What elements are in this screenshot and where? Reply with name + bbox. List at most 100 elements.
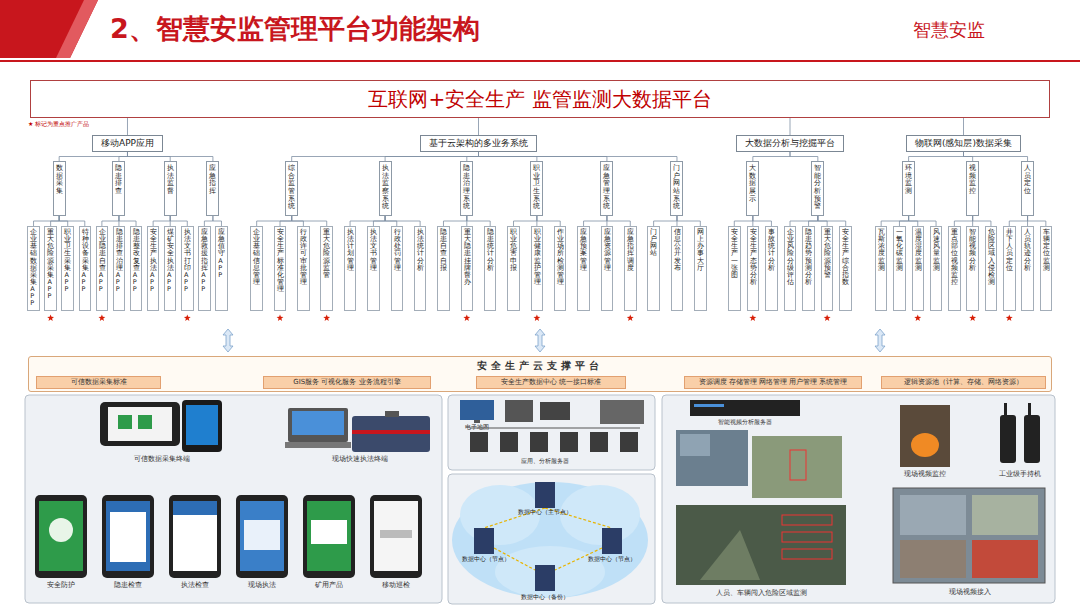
subsystem-box: 执法监督	[164, 161, 177, 216]
svg-shape	[100, 402, 180, 446]
svg-shape	[292, 411, 344, 435]
page-title: 2、智慧安监管理平台功能架构	[110, 13, 480, 44]
svg-shape	[662, 395, 1055, 603]
node-text: 车辆定位监测	[1043, 229, 1050, 272]
category-box: 物联网(感知层)数据采集	[906, 135, 1021, 152]
node-text: 企业风险分级评估	[787, 229, 794, 286]
caption-label: 移动巡检	[382, 582, 410, 589]
node-text: 执法计划管理	[347, 229, 354, 272]
node-text: 瓦斯浓度监测	[878, 229, 885, 272]
svg-shape	[108, 407, 172, 441]
caption-label: 数据中心（备份）	[521, 594, 569, 600]
function-box: 门户网站	[647, 226, 660, 311]
caption-label: 安全防护	[47, 582, 75, 589]
node-text: 作业场所检测管理	[557, 229, 564, 286]
node-text: 重大危险源监管	[323, 229, 330, 279]
svg-shape	[540, 402, 570, 420]
caption-label: 数据中心（主节点）	[518, 509, 572, 515]
key-product-star	[323, 314, 330, 321]
tree-connector	[753, 152, 790, 161]
node-text: 移动APP应用	[101, 138, 154, 148]
function-box: 安全生产态势分析	[747, 226, 760, 311]
svg-shape	[474, 528, 494, 554]
node-text: 企业隐患自查APP	[99, 229, 106, 293]
node-text: 执法监察系统	[382, 165, 389, 211]
function-box: 行政许可审批管理	[297, 226, 310, 311]
svg-shape	[602, 528, 622, 554]
svg-shape	[900, 405, 950, 467]
caption-label: 矿用产品	[315, 582, 343, 589]
svg-shape	[102, 495, 154, 578]
caption-label: 智能视频分析服务器	[718, 419, 772, 426]
subsystem-box: 人员定位	[1021, 161, 1034, 216]
caption-label: 隐患检查	[114, 582, 142, 589]
svg-shape	[352, 416, 430, 452]
svg-shape	[285, 442, 351, 448]
subsystem-box: 隐患排查	[112, 161, 125, 216]
function-box: 网上办事大厅	[694, 226, 707, 311]
tree-connector	[973, 216, 991, 226]
terminal-devices	[100, 400, 430, 452]
function-box: 作业场所检测管理	[554, 226, 567, 311]
tree-connector	[809, 216, 818, 226]
svg-shape	[694, 404, 724, 407]
video-devices	[676, 400, 1045, 585]
svg-shape	[39, 501, 83, 571]
function-box: 隐患趋势预测分析	[802, 226, 815, 311]
svg-shape	[448, 474, 655, 604]
svg-shape	[186, 405, 218, 445]
svg-shape	[600, 400, 644, 424]
key-product-star	[749, 314, 756, 321]
legend-note: ★ 标记为重点推广产品	[28, 121, 89, 128]
node-text: 事故统计分析	[768, 229, 775, 272]
svg-shape	[911, 433, 939, 457]
node-text: 综合监管系统	[288, 165, 295, 211]
function-box: 安全生产标准化管理	[274, 226, 287, 311]
node-text: 视频监控	[969, 165, 976, 196]
function-box: 企业基础信息管理	[250, 226, 263, 311]
node-text: 安全生产数据中心 统一接口标准	[501, 378, 601, 386]
node-text: 人员定位	[1024, 165, 1031, 196]
svg-shape	[374, 501, 418, 571]
node-text: 门户网站系统	[673, 165, 680, 211]
svg-shape	[118, 415, 132, 429]
function-box: 风速风量监测	[930, 226, 943, 311]
node-text: 应急管理系统	[603, 165, 610, 211]
node-text: 隐患排查治理APP	[116, 229, 123, 293]
node-text: GIS服务 可视化服务 业务流程引擎	[293, 378, 400, 386]
tree-connector	[1009, 216, 1027, 226]
node-text: 特种设备采集APP	[82, 229, 89, 293]
node-text: 重点部位视频监控	[951, 229, 958, 286]
svg-shape	[303, 495, 355, 578]
support-item-box: GIS服务 可视化服务 业务流程引擎	[263, 376, 431, 389]
svg-shape	[676, 505, 846, 585]
tree-connector	[909, 216, 936, 226]
function-box: 执法文书打印APP	[181, 226, 194, 311]
tree-connector	[153, 216, 170, 226]
subsystem-box: 应急管理系统	[600, 161, 613, 216]
subsystem-box: 综合监管系统	[285, 161, 298, 216]
tree-connector	[51, 216, 60, 226]
svg-shape	[680, 434, 710, 456]
function-box: 执法计划管理	[344, 226, 357, 311]
node-text: 逻辑资源池（计算、存储、网络资源）	[904, 378, 1023, 386]
node-text: 大数据展示	[749, 165, 756, 203]
function-box: 执法文书管理	[367, 226, 380, 311]
tree-connector	[373, 216, 385, 226]
tree-connector	[467, 216, 490, 226]
support-item-box: 安全生产数据中心 统一接口标准	[476, 376, 626, 389]
function-box: 特种设备采集APP	[79, 226, 92, 311]
function-box: 职业卫生采集APP	[61, 226, 74, 311]
svg-shape	[535, 329, 545, 352]
function-box: 智能视频分析	[966, 226, 979, 311]
tree-connector	[385, 216, 420, 226]
key-product-star	[184, 314, 191, 321]
function-box: 安全生产执法APP	[147, 226, 160, 311]
node-text: 互联网+安全生产 监管监测大数据平台	[368, 86, 711, 113]
node-text: 门户网站	[650, 229, 657, 258]
svg-shape	[495, 546, 605, 598]
function-box: 职业危害申报	[507, 226, 520, 311]
node-text: 智能分析预警	[814, 165, 821, 211]
svg-shape	[370, 495, 422, 578]
